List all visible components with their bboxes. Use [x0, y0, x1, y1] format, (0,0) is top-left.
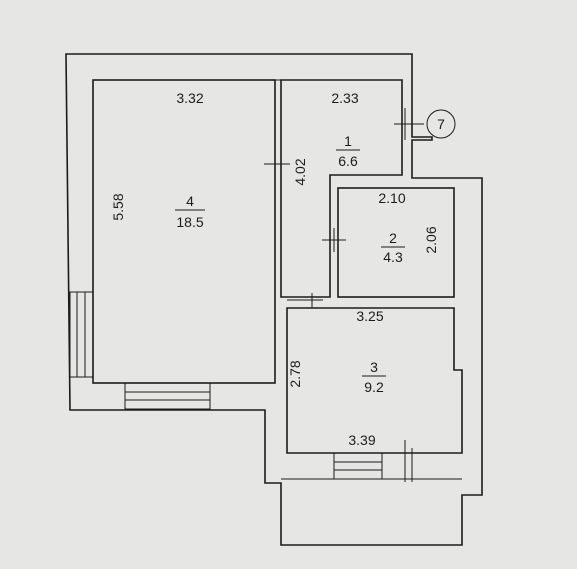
- room-2-outline: [337, 187, 455, 298]
- room-3-area: 9.2: [364, 379, 384, 395]
- room-1-width: 2.33: [331, 90, 358, 106]
- outer-wall: [65, 53, 483, 546]
- room-3-outline: [286, 307, 463, 454]
- room-3-width: 3.25: [356, 308, 383, 324]
- room-2-height: 2.06: [423, 226, 439, 253]
- room-1-area: 6.6: [338, 153, 358, 169]
- room-1-outline: [280, 79, 403, 298]
- room-1-number: 1: [344, 133, 352, 149]
- section-marker-circle: [426, 109, 456, 139]
- room-4-width: 3.32: [176, 90, 203, 106]
- window-bottom: [124, 382, 211, 410]
- section-marker: 7: [437, 116, 445, 132]
- room-1-height: 4.02: [292, 158, 308, 185]
- door-marks: [264, 108, 424, 482]
- room-3-height: 2.78: [287, 360, 303, 387]
- room-2-area: 4.3: [383, 249, 403, 265]
- room-4-number: 4: [186, 193, 194, 209]
- room-4-height: 5.58: [110, 193, 126, 220]
- window-room-3: [333, 452, 383, 480]
- room-3-number: 3: [370, 359, 378, 375]
- window-left: [69, 291, 94, 378]
- room-2-width: 2.10: [378, 190, 405, 206]
- room-2-number: 2: [389, 230, 397, 246]
- room-3-width-bottom: 3.39: [348, 432, 375, 448]
- room-4-outline: [92, 79, 276, 384]
- room-4-area: 18.5: [176, 214, 203, 230]
